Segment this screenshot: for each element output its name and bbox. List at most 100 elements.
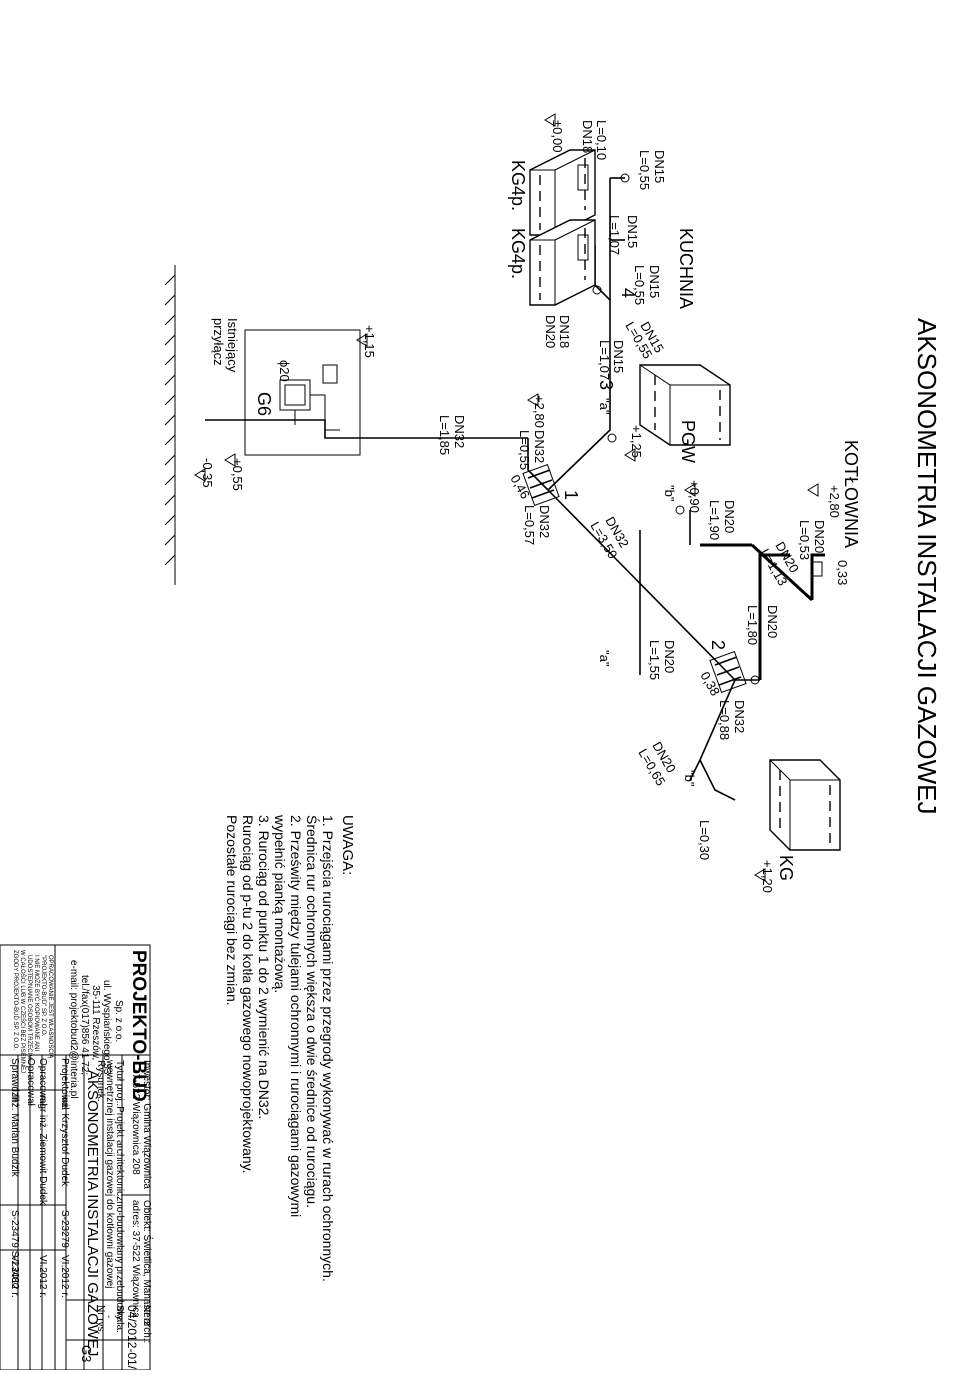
object-1: Obiekt: Świetlica, Manasterz xyxy=(141,1200,154,1326)
valves xyxy=(592,173,823,685)
firm-sub: Sp. z o.o. xyxy=(113,1000,124,1042)
pipe-dn32-057-length: L=0,57 xyxy=(522,505,537,545)
gas-meter xyxy=(244,329,361,456)
note-line-6: Rurociąg od p-tu 2 do kotła gazowego now… xyxy=(240,815,256,1174)
elev-280b: +2,80 xyxy=(827,485,842,518)
device-pgw-label: PGW xyxy=(678,420,698,463)
kg4-cooker-a xyxy=(529,149,596,236)
note-line-5: 3. Rurociąg od punktu 1 do 2 wymienić na… xyxy=(256,815,272,1119)
kg4-cooker-b xyxy=(529,219,596,306)
room-kitchen-label: KUCHNIA xyxy=(676,228,696,309)
pipe-dn20-155-label: DN20 xyxy=(662,640,677,673)
labels: ±0,00 DN18 L=0,10 KG4p. KG4p. DN15 L=0,5… xyxy=(200,120,861,893)
elev-280a: +2,80 xyxy=(532,395,547,428)
pipe-dn32-057-label: DN32 xyxy=(537,505,552,538)
pipe-dn15-107a-length: L=1,07 xyxy=(607,215,622,255)
point-b2-label: "b" xyxy=(682,770,697,787)
pipe-dn20-053-label: DN20 xyxy=(812,520,827,553)
point-2-label: 2 xyxy=(708,640,728,650)
drawing-title: AKSONOMETRIA INSTALACJI GAZOWEJ xyxy=(912,318,942,814)
address-4: e-mail: projektobud2@interia.pl xyxy=(68,960,79,1099)
role-2: Opracował xyxy=(37,1058,48,1107)
pipe-dn32-055-length: L=0,55 xyxy=(517,430,532,470)
project-title-1: Tytuł proj.:Projekt architektoniczno-bud… xyxy=(114,1060,125,1320)
sleeve-point-1 xyxy=(522,463,560,507)
sleeve-point-2 xyxy=(709,650,747,694)
elev-000: ±0,00 xyxy=(550,120,565,152)
copyright-3: I NIE MOŻE BYĆ KOPIOWANE ANI xyxy=(33,955,40,1051)
copyright-1: OPRACOWANIE JEST WŁASNOŚCIĄ xyxy=(47,955,55,1059)
meter-label: G6 xyxy=(254,392,274,416)
drawing-label: Rysunek: xyxy=(95,1060,106,1102)
pipe-dn18-dn20-b: DN20 xyxy=(543,315,558,348)
pipe-dn20-180-label: DN20 xyxy=(765,605,780,638)
elev-115: +1,15 xyxy=(362,325,377,358)
nr-rys: G3 xyxy=(79,1345,94,1362)
notes-heading: UWAGA: xyxy=(339,815,356,875)
point-1-label: 1 xyxy=(561,490,581,500)
firm-name: PROJEKTO-BUD xyxy=(128,950,149,1102)
pipe-dn20-053-length: L=0,53 xyxy=(797,520,812,560)
scale-value: - xyxy=(103,1315,114,1318)
role-4-date: VI.2012 r. xyxy=(9,1255,20,1298)
pipe-dn32-055-label: DN32 xyxy=(532,430,547,463)
role-1-date: VI.2012 r. xyxy=(59,1255,70,1298)
role-1-lic: S-23279 xyxy=(59,1210,70,1248)
copyright-5: W CAŁOŚCI LUB W CZĘŚCI BEZ PISEMNEJ xyxy=(19,950,27,1073)
device-kg4-b-label: KG4p. xyxy=(508,228,528,279)
title-block: PROJEKTO-BUD Sp. z o.o. ul. Wyspiańskieg… xyxy=(0,944,154,1375)
copyright-2: "PROJEKTO-BUD" SP. Z O.O. xyxy=(40,955,46,1037)
object-2: adres: 37-522 Wiązownica xyxy=(130,1200,141,1318)
pgw-water-heater xyxy=(639,364,731,446)
point-3-label: 3 xyxy=(596,380,616,390)
pipe-dn32-088-label: DN32 xyxy=(732,700,747,733)
point-a2-label: "a" xyxy=(597,650,612,667)
existing-line-2: przyłącz xyxy=(211,318,226,366)
elev-046: 0,46 xyxy=(507,472,533,501)
pipe-dn32-185-label: DN32 xyxy=(452,415,467,448)
role-1: Projektował xyxy=(59,1058,70,1110)
note-line-2: Średnica rur ochronnych większa o dwie ś… xyxy=(304,815,321,1208)
copyright-4: UDOSTĘPNIANE OSOBOM TRZECIM xyxy=(26,955,32,1059)
investor-2: 37-522 Wiązownica 208 xyxy=(130,1068,141,1175)
pipe-dn15-107b-length: L=1,07 xyxy=(597,340,612,380)
note-line-3: 2. Prześwity między tulejami ochronnymi … xyxy=(288,815,304,1217)
copyright-6: ZGODY PROJEKTO-BUD SP. Z O.O. xyxy=(12,950,18,1050)
device-kg4-a-label: KG4p. xyxy=(508,160,528,211)
drawing-name: AKSONOMETRIA INSTALACJI GAZOWEJ xyxy=(84,1070,101,1356)
point-4-label: 4 xyxy=(618,288,638,298)
main-pipes xyxy=(205,177,825,801)
role-3: Opracował xyxy=(25,1058,36,1107)
pipe-030-length: L=0,30 xyxy=(697,820,712,860)
ground-hatch xyxy=(164,265,176,585)
elev-055: +0,55 xyxy=(230,458,245,491)
scale-label: Skala: xyxy=(114,1305,125,1333)
kg-boiler xyxy=(769,759,841,851)
role-4: Sprawdził xyxy=(9,1058,20,1102)
pipe-dn20-190-label: DN20 xyxy=(722,500,737,533)
elev-120: +1,20 xyxy=(760,860,775,893)
role-4-name: inż. Marian Budzik xyxy=(9,1095,20,1178)
meter-dn-label: ϕ20 xyxy=(277,360,292,382)
pipe-dn18-dn20-a: DN18 xyxy=(557,315,572,348)
note-line-4: wypełnić pianką montażową. xyxy=(272,814,288,993)
address-3: tel./fax(017)856 41 72; xyxy=(79,975,90,1075)
pipe-dn15-b-length: L=0,55 xyxy=(632,265,647,305)
room-boiler-label: KOTŁOWNIA xyxy=(841,440,861,548)
point-a1-label: "a" xyxy=(597,398,612,415)
role-1-name: inż. Krzysztof Dudek xyxy=(59,1095,70,1187)
role-2-name: mgr inż. Ziemowit Dudek xyxy=(37,1095,48,1206)
device-kg-label: KG xyxy=(776,855,796,881)
project-title-2: wewnętrznej instalacji gazowej do kotłow… xyxy=(104,1059,115,1288)
pipe-dn15-107b-label: DN15 xyxy=(611,340,626,373)
pipe-dn18-length: L=0,10 xyxy=(594,120,609,160)
role-4-lic: S-23479 S-23480 xyxy=(9,1210,20,1289)
point-b1-label: "b" xyxy=(662,485,677,502)
pipe-dn15-a-label: DN15 xyxy=(652,150,667,183)
note-line-7: Pozostałe rurociągi bez zmian. xyxy=(224,815,240,1006)
investor-1: Inwestor: Gmina Wiązownica xyxy=(141,1060,152,1189)
elev-125: +1,25 xyxy=(629,425,644,458)
pipe-dn15-107a-label: DN15 xyxy=(625,215,640,248)
